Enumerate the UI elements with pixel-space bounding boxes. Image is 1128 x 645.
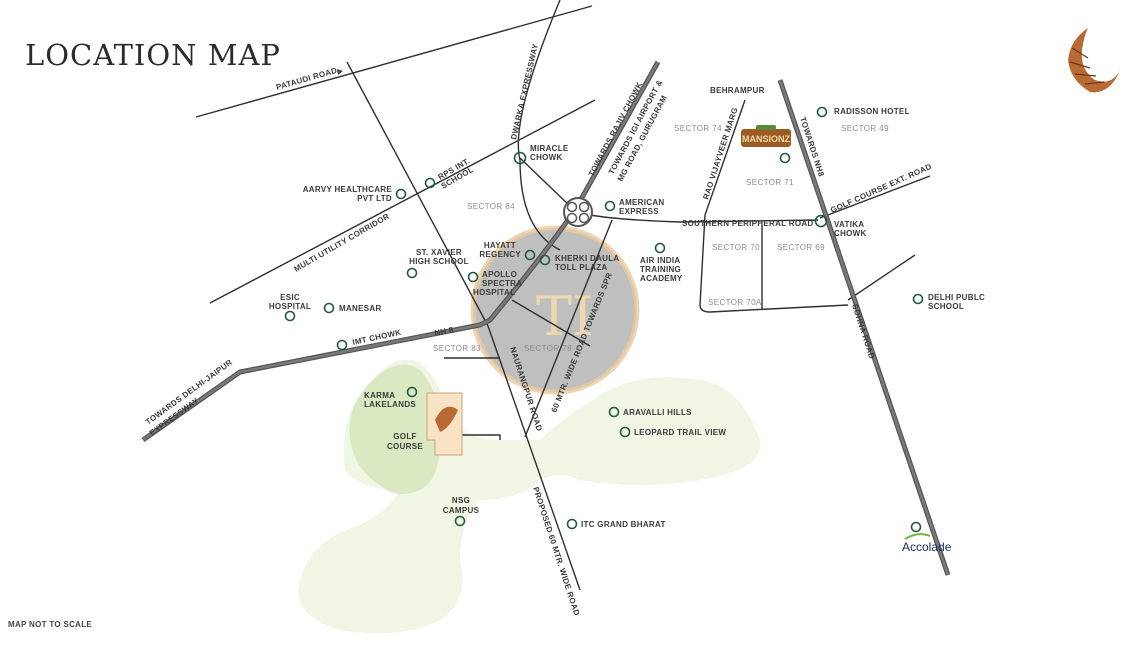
svg-text:CAMPUS: CAMPUS	[443, 506, 480, 515]
svg-text:RADISSON HOTEL: RADISSON HOTEL	[834, 107, 910, 116]
svg-text:APOLLO: APOLLO	[482, 270, 517, 279]
svg-text:EXPRESS: EXPRESS	[619, 207, 659, 216]
svg-text:Accolade: Accolade	[902, 540, 952, 554]
mansionz-logo: MANSIONZ	[741, 125, 791, 147]
svg-text:ARAVALLI HILLS: ARAVALLI HILLS	[623, 408, 692, 417]
svg-text:SECTOR 78: SECTOR 78	[524, 344, 572, 353]
svg-text:LAKELANDS: LAKELANDS	[364, 400, 416, 409]
feather-icon	[1068, 28, 1120, 93]
svg-text:GOLF: GOLF	[393, 432, 416, 441]
svg-text:DWARKA EXPRESSWAY: DWARKA EXPRESSWAY	[509, 42, 540, 140]
svg-text:AIR INDIA: AIR INDIA	[640, 256, 680, 265]
svg-text:MANESAR: MANESAR	[339, 304, 382, 313]
svg-text:SOUTHERN PERIPHERAL ROAD: SOUTHERN PERIPHERAL ROAD	[682, 219, 814, 228]
svg-text:NSG: NSG	[452, 496, 470, 505]
svg-text:SECTOR 74: SECTOR 74	[674, 124, 722, 133]
true-investors-watermark: TI	[470, 225, 640, 395]
svg-text:BEHRAMPUR: BEHRAMPUR	[710, 86, 765, 95]
svg-text:KHERKI DAULA: KHERKI DAULA	[555, 254, 620, 263]
svg-text:ESIC: ESIC	[280, 293, 300, 302]
svg-text:PVT LTD: PVT LTD	[357, 194, 392, 203]
svg-text:MANSIONZ: MANSIONZ	[742, 134, 790, 144]
accolade-logo: Accolade	[902, 533, 952, 554]
svg-text:ACADEMY: ACADEMY	[640, 274, 683, 283]
svg-text:TRAINING: TRAINING	[640, 265, 681, 274]
svg-text:MIRACLE: MIRACLE	[530, 144, 569, 153]
svg-text:CHOWK: CHOWK	[834, 229, 867, 238]
svg-text:AMERICAN: AMERICAN	[619, 198, 665, 207]
place-labels: MIRACLE CHOWK RPS INT. SCHOOL AARVY HEAL…	[269, 86, 985, 529]
sector-labels: SECTOR 84 SECTOR 74 SECTOR 71 SECTOR 49 …	[433, 124, 889, 353]
svg-text:KARMA: KARMA	[364, 391, 395, 400]
svg-text:TOWARDS DELHI-JAIPUR: TOWARDS DELHI-JAIPUR	[144, 358, 234, 427]
svg-text:TOLL PLAZA: TOLL PLAZA	[555, 263, 607, 272]
greenery-areas	[298, 359, 761, 634]
svg-text:MULTI UTILITY CORRIDOR: MULTI UTILITY CORRIDOR	[293, 212, 391, 274]
svg-text:HAYATT: HAYATT	[484, 241, 516, 250]
svg-text:GOLF COURSE EXT. ROAD: GOLF COURSE EXT. ROAD	[829, 162, 933, 215]
svg-text:CHOWK: CHOWK	[530, 153, 563, 162]
svg-text:NH 8: NH 8	[434, 325, 455, 338]
svg-text:DELHI PUBLC: DELHI PUBLC	[928, 293, 985, 302]
project-site-plot	[426, 392, 463, 456]
svg-text:SPECTRA: SPECTRA	[482, 279, 522, 288]
svg-text:SOHNA ROAD: SOHNA ROAD	[850, 303, 876, 360]
svg-text:HIGH SCHOOL: HIGH SCHOOL	[409, 257, 469, 266]
page-title: LOCATION MAP	[25, 38, 281, 72]
svg-text:ITC GRAND BHARAT: ITC GRAND BHARAT	[581, 520, 666, 529]
svg-text:AARVY HEALTHCARE: AARVY HEALTHCARE	[303, 185, 393, 194]
svg-text:SECTOR 71: SECTOR 71	[746, 178, 794, 187]
svg-text:SECTOR 70: SECTOR 70	[712, 243, 760, 252]
svg-text:PROPOSED 60 MTR. WIDE ROAD: PROPOSED 60 MTR. WIDE ROAD	[531, 486, 581, 617]
map-not-to-scale-note: MAP NOT TO SCALE	[8, 620, 93, 629]
svg-text:SECTOR 69: SECTOR 69	[777, 243, 825, 252]
poi-markers	[284, 106, 924, 533]
svg-text:SECTOR 84: SECTOR 84	[467, 202, 515, 211]
svg-text:RAO VIJAYVEER MARG: RAO VIJAYVEER MARG	[701, 106, 739, 200]
svg-text:PATAUDI ROAD: PATAUDI ROAD	[275, 66, 338, 92]
svg-text:COURSE: COURSE	[387, 442, 423, 451]
svg-text:HOSPITAL: HOSPITAL	[473, 288, 515, 297]
svg-text:SCHOOL: SCHOOL	[928, 302, 964, 311]
svg-text:HOSPITAL: HOSPITAL	[269, 302, 311, 311]
highways	[141, 60, 951, 576]
svg-text:SECTOR 49: SECTOR 49	[841, 124, 889, 133]
svg-text:ST. XAVIER: ST. XAVIER	[416, 248, 462, 257]
svg-text:SECTOR 70A: SECTOR 70A	[708, 298, 762, 307]
svg-text:LEOPARD TRAIL VIEW: LEOPARD TRAIL VIEW	[634, 428, 726, 437]
svg-text:VATIKA: VATIKA	[834, 220, 864, 229]
svg-text:SECTOR 83: SECTOR 83	[433, 344, 481, 353]
local-roads	[195, 0, 931, 591]
svg-text:REGENCY: REGENCY	[479, 250, 521, 259]
